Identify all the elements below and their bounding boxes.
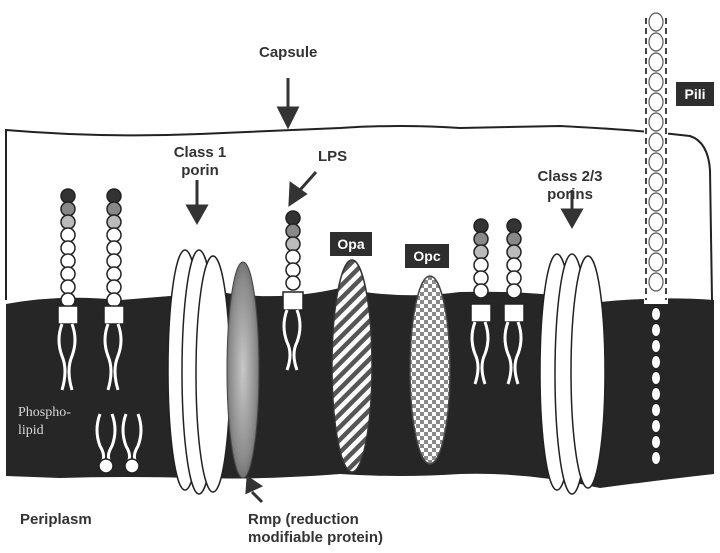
phospholipid-label: Phospho- lipid [18,404,71,440]
class1-label-line2: porin [165,162,235,180]
phospholipid-label-line1: Phospho- [18,404,71,422]
class1-porin-label: Class 1 porin [165,144,235,180]
class1-label-line1: Class 1 [165,144,235,162]
rmp-label-line2: modifiable protein) [248,529,383,547]
class23-label-line1: Class 2/3 [530,168,610,186]
class1-porin [168,250,230,494]
opc-label: Opc [405,244,449,268]
class23-porins [540,254,605,494]
pili-label: Pili [676,82,714,106]
class23-label-line2: porins [530,186,610,204]
rmp-protein [227,262,259,478]
phospholipid-label-line2: lipid [18,422,71,440]
class23-porins-label: Class 2/3 porins [530,168,610,204]
capsule-label: Capsule [259,44,317,62]
lps-label: LPS [318,148,347,166]
rmp-label: Rmp (reduction modifiable protein) [248,511,383,547]
opc-protein [410,276,450,464]
rmp-label-line1: Rmp (reduction [248,511,383,529]
periplasm-label: Periplasm [20,511,92,529]
opa-protein [332,260,372,472]
opa-label: Opa [330,232,372,256]
